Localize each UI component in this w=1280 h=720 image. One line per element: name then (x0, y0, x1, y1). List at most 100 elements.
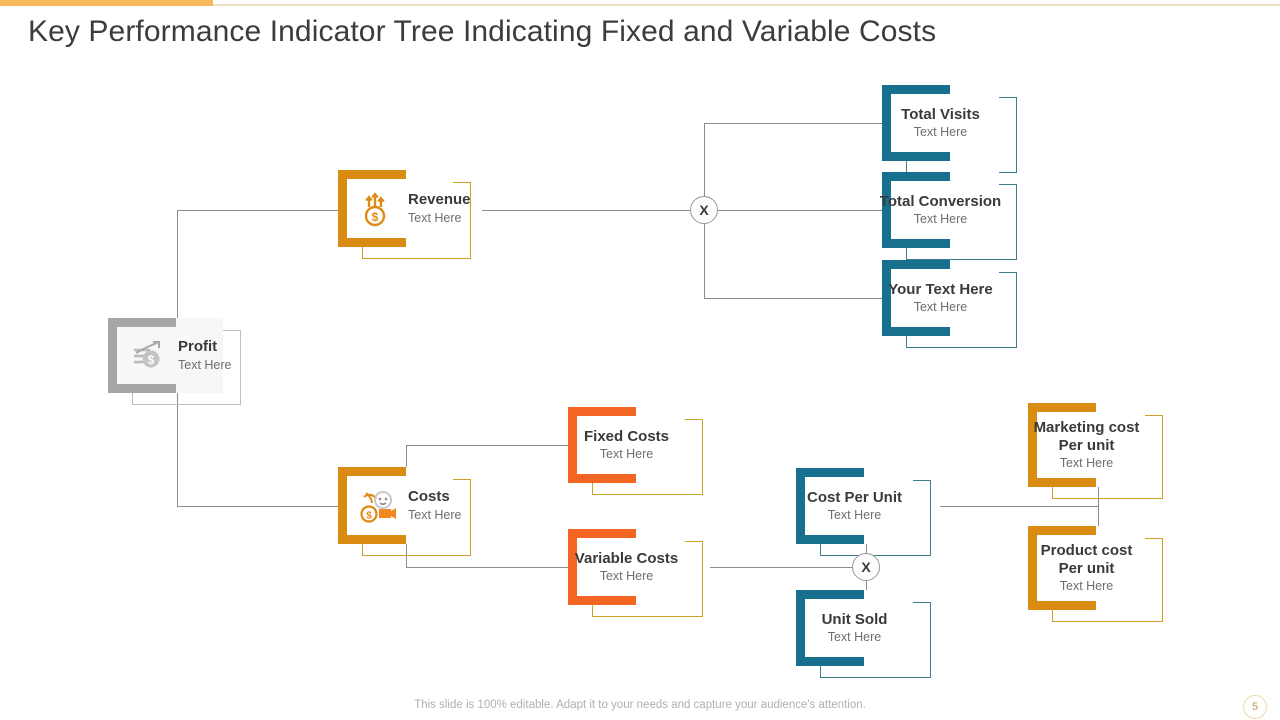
node-cost-per-unit-bracket-left (796, 468, 805, 544)
node-fixed-costs-title: Fixed Costs (583, 427, 670, 445)
svg-text:$: $ (148, 353, 155, 367)
node-revenue-subtitle: Text Here (408, 210, 462, 225)
node-fixed-costs-bracket-bottom (568, 474, 636, 483)
connector-branch-to-variable-costs (406, 567, 568, 568)
multiplier-revenue[interactable]: X (690, 196, 718, 224)
node-variable-costs-bracket-bottom (568, 596, 636, 605)
connector-stub-total-visits (872, 123, 884, 124)
top-divider-line (213, 4, 1280, 6)
connector-stub-total-conversion (872, 210, 884, 211)
node-revenue-bracket-top (338, 170, 406, 179)
node-costs-title: Costs (408, 488, 450, 506)
node-costs-bracket-top (338, 467, 406, 476)
node-marketing-cost-bracket-bottom (1028, 478, 1096, 487)
node-profit-card (108, 318, 223, 393)
node-total-visits-bracket-top (882, 85, 950, 94)
node-marketing-cost-bracket-top (1028, 403, 1096, 412)
node-profit[interactable]: $ Profit Text Here (108, 318, 241, 405)
node-revenue-card (338, 170, 453, 247)
node-product-cost-bracket-left (1028, 526, 1037, 610)
node-total-visits[interactable]: Total Visits Text Here (882, 85, 1017, 173)
node-total-visits-title: Total Visits (901, 105, 980, 123)
page-number-badge: 5 (1243, 695, 1267, 719)
node-total-visits-subtitle: Text Here (913, 125, 968, 140)
node-revenue-title: Revenue (408, 191, 471, 209)
page-title: Key Performance Indicator Tree Indicatin… (28, 15, 937, 48)
node-cost-per-unit[interactable]: Cost Per Unit Text Here (796, 468, 931, 556)
node-your-text-here-bracket-bottom (882, 327, 950, 336)
connector-trunk-to-costs (177, 506, 338, 507)
node-marketing-cost-bracket-left (1028, 403, 1037, 487)
node-marketing-cost-title-line1: Marketing cost (1033, 419, 1140, 437)
node-fixed-costs-card (568, 407, 685, 483)
node-unit-sold-subtitle: Text Here (827, 630, 882, 645)
node-variable-costs-card (568, 529, 685, 605)
node-your-text-here-subtitle: Text Here (913, 300, 968, 315)
node-fixed-costs[interactable]: Fixed Costs Text Here (568, 407, 703, 495)
connector-variable-to-multiplier (710, 567, 852, 568)
node-unit-sold-title: Unit Sold (821, 610, 888, 628)
connector-cost-per-unit-out (940, 506, 1098, 507)
node-total-conversion-bracket-left (882, 172, 891, 248)
svg-text:$: $ (372, 210, 379, 224)
node-cost-per-unit-subtitle: Text Here (827, 508, 882, 523)
node-product-cost-title-line2: Per unit (1058, 559, 1115, 577)
node-product-cost-bracket-top (1028, 526, 1096, 535)
connector-branch-to-your-text (704, 298, 882, 299)
connector-branch-to-fixed-costs (406, 445, 568, 446)
connector-stub-cost-per-unit (866, 540, 867, 550)
node-product-cost-bracket-bottom (1028, 601, 1096, 610)
node-cost-per-unit-title: Cost Per Unit (806, 488, 902, 506)
node-costs[interactable]: $ Costs Text Here (338, 467, 471, 556)
node-unit-sold-bracket-left (796, 590, 805, 666)
connector-multiplier-to-branch (718, 210, 882, 211)
node-product-cost-card (1028, 526, 1145, 610)
node-your-text-here-title: Your Text Here (888, 280, 993, 298)
node-unit-sold-card (796, 590, 913, 666)
node-variable-costs-bracket-left (568, 529, 577, 605)
node-your-text-here-bracket-top (882, 260, 950, 269)
node-cost-per-unit-bracket-top (796, 468, 864, 477)
node-marketing-cost-title-line2: Per unit (1058, 436, 1115, 454)
node-cost-per-unit-bracket-bottom (796, 535, 864, 544)
node-unit-sold[interactable]: Unit Sold Text Here (796, 590, 931, 678)
node-costs-subtitle: Text Here (408, 507, 462, 522)
node-your-text-here-card (882, 260, 999, 336)
node-profit-subtitle: Text Here (178, 357, 232, 372)
node-variable-costs-title: Variable Costs (574, 549, 679, 567)
node-variable-costs[interactable]: Variable Costs Text Here (568, 529, 703, 617)
multiplier-costs-label: X (861, 559, 871, 575)
node-product-cost-subtitle: Text Here (1059, 578, 1114, 593)
node-total-conversion[interactable]: Total Conversion Text Here (880, 172, 1017, 260)
node-costs-bracket-bottom (338, 535, 406, 544)
node-total-conversion-subtitle: Text Here (913, 212, 968, 227)
page-number-label: 5 (1251, 701, 1259, 713)
connector-costs-node-left-stub (330, 506, 338, 507)
node-marketing-cost-per-unit[interactable]: Marketing cost Per unit Text Here (1028, 403, 1163, 499)
connector-stub-your-text (872, 298, 884, 299)
node-revenue[interactable]: $ Revenue Text Here (338, 170, 471, 259)
node-your-text-here-bracket-left (882, 260, 891, 336)
node-revenue-bracket-left (338, 170, 347, 247)
node-fixed-costs-bracket-top (568, 407, 636, 416)
node-costs-card (338, 467, 453, 544)
node-your-text-here[interactable]: Your Text Here Text Here (882, 260, 1017, 348)
node-total-conversion-bracket-bottom (882, 239, 950, 248)
node-total-conversion-bracket-top (882, 172, 950, 181)
node-total-visits-bracket-bottom (882, 152, 950, 161)
node-product-cost-title-line1: Product cost (1040, 542, 1133, 560)
footer-note: This slide is 100% editable. Adapt it to… (414, 699, 866, 711)
costs-money-flow-icon: $ (360, 487, 398, 525)
node-marketing-cost-subtitle: Text Here (1059, 455, 1114, 470)
node-profit-title: Profit (178, 338, 218, 356)
revenue-arrows-coin-icon: $ (360, 190, 398, 228)
node-total-visits-card (882, 85, 999, 161)
profit-growth-money-icon: $ (130, 337, 168, 375)
node-marketing-cost-card (1028, 403, 1145, 487)
node-total-conversion-card (882, 172, 999, 248)
node-product-cost-per-unit[interactable]: Product cost Per unit Text Here (1028, 526, 1163, 622)
node-variable-costs-bracket-top (568, 529, 636, 538)
node-profit-bracket-top (108, 318, 176, 327)
multiplier-costs[interactable]: X (852, 553, 880, 581)
node-variable-costs-subtitle: Text Here (599, 569, 654, 584)
